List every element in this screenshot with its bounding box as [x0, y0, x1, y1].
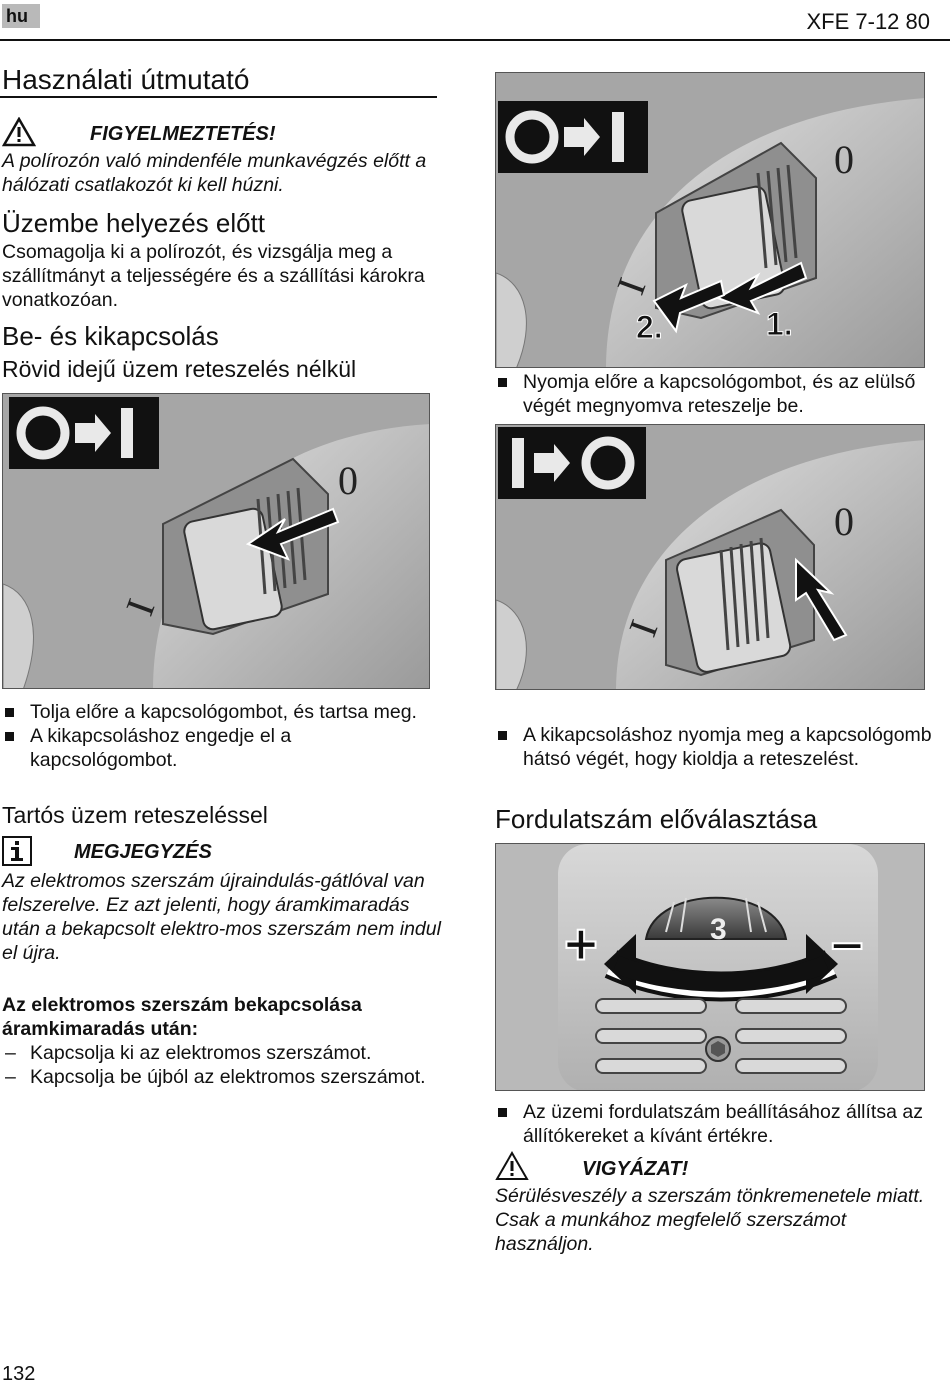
warning-text: A polírozón való mindenféle munkavégzés … — [2, 150, 427, 196]
bullets-short-operation: Tolja előre a kapcsológombot, és tartsa … — [2, 700, 442, 772]
list-item: Tolja előre a kapcsológombot, és tartsa … — [2, 700, 442, 724]
header-rule — [0, 39, 950, 41]
caution-label: VIGYÁZAT! — [582, 1158, 689, 1180]
note-text: Az elektromos szerszám újraindulás-gátló… — [2, 870, 441, 964]
list-item: A kikapcsoláshoz engedje el a kapcsológo… — [2, 724, 442, 772]
step-1-label: 1. — [766, 306, 793, 342]
figure-lock-on: 1. 2. I 0 — [495, 72, 925, 368]
switch-mark-off: 0 — [834, 137, 854, 182]
minus-label: – — [831, 910, 863, 975]
list-item: Kapcsolja ki az elektromos szerszámot. — [2, 1041, 442, 1065]
subheading-short-operation: Rövid idejű üzem reteszelés nélkül — [2, 356, 357, 382]
warning-triangle-icon — [1, 116, 37, 147]
heading-speed: Fordulatszám előválasztása — [495, 804, 818, 834]
figure-lock-off: I 0 — [495, 424, 925, 690]
step-2-label: 2. — [636, 309, 663, 345]
caution-triangle-icon — [495, 1150, 529, 1181]
switch-mark-off: 0 — [338, 458, 358, 503]
dial-value: 3 — [710, 913, 727, 946]
list-item: Nyomja előre a kapcsológombot, és az elü… — [495, 370, 935, 418]
bullet-lock-off: A kikapcsoláshoz nyomja meg a kapcsológo… — [495, 723, 935, 771]
page-number: 132 — [2, 1363, 36, 1385]
info-icon — [2, 836, 32, 866]
restart-steps: Kapcsolja ki az elektromos szerszámot. K… — [2, 1041, 442, 1089]
plus-label: + — [564, 912, 598, 977]
list-item: A kikapcsoláshoz nyomja meg a kapcsológo… — [495, 723, 935, 771]
heading-before-use: Üzembe helyezés előtt — [2, 208, 266, 238]
model-number: XFE 7-12 80 — [806, 9, 930, 34]
bullet-lock-on: Nyomja előre a kapcsológombot, és az elü… — [495, 370, 935, 418]
warning-label: FIGYELMEZTETÉS! — [90, 123, 276, 145]
language-badge: hu — [2, 4, 40, 28]
switch-mark-off: 0 — [834, 499, 854, 544]
list-item: Az üzemi fordulatszám beállításához állí… — [495, 1100, 935, 1148]
note-label: MEGJEGYZÉS — [74, 841, 212, 863]
caution-text: Sérülésveszély a szerszám tönkremenetele… — [495, 1185, 925, 1255]
heading-switch: Be- és kikapcsolás — [2, 321, 219, 351]
heading-restart: Az elektromos szerszám bekapcsolása áram… — [2, 994, 362, 1040]
heading-continuous: Tartós üzem reteszeléssel — [2, 802, 268, 828]
bullet-speed: Az üzemi fordulatszám beállításához állí… — [495, 1100, 935, 1148]
figure-switch-short: O I 0 — [2, 393, 430, 689]
title-rule — [0, 96, 437, 98]
figure-speed: 3 + – — [495, 843, 925, 1091]
text-before-use: Csomagolja ki a polírozót, és vizsgálja … — [2, 241, 425, 311]
page-title: Használati útmutató — [2, 64, 250, 95]
list-item: Kapcsolja be újból az elektromos szerszá… — [2, 1065, 442, 1089]
